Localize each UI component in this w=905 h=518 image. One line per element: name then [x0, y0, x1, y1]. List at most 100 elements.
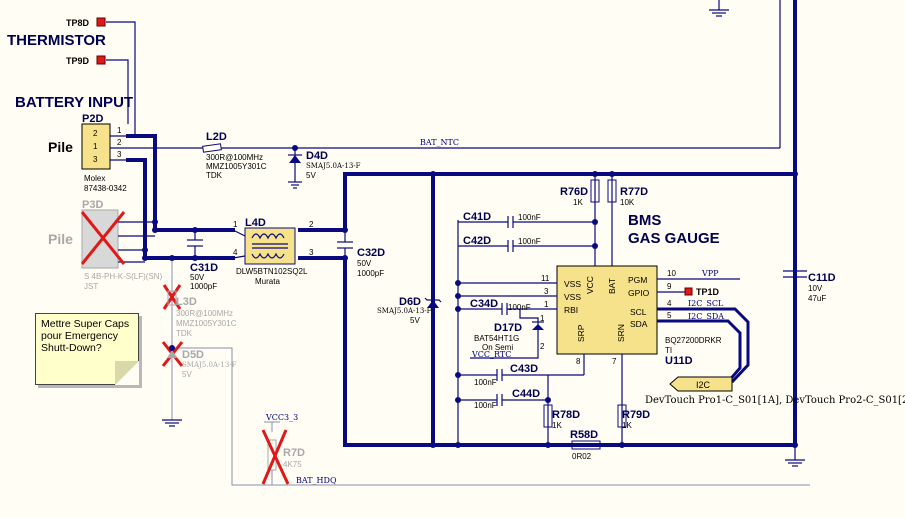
d5d-tvs-diode[interactable] [167, 350, 177, 358]
l4d-choke[interactable] [244, 227, 296, 265]
r77d-resistor[interactable] [607, 179, 617, 203]
l3d-part: MMZ1005Y301C [176, 319, 237, 328]
u11d-part-number: BQ27200DRKR [665, 336, 722, 345]
c11d-designator: C11D [808, 272, 836, 284]
d6d-tvs-diode[interactable] [424, 297, 442, 308]
tp1d-label: TP1D [696, 287, 720, 297]
net-i2c-sda: I2C_SDA [688, 312, 724, 321]
p2d-pin-3: 3 [93, 155, 98, 164]
d4d-part: SMAJ5.0A-13-F [306, 162, 361, 170]
r78d-designator: R78D [552, 409, 580, 421]
p2d-net-pin-3: 3 [117, 150, 122, 159]
tp9d-pad[interactable] [96, 55, 106, 65]
net-vcc3-3: VCC3_3 [265, 413, 298, 422]
c32d-value: 1000pF [357, 269, 384, 278]
i2c-port-label: I2C [696, 380, 711, 390]
net-vcc-rtc: VCC_RTC [471, 350, 511, 359]
sticky-note-text: Mettre Super Caps pour Emergency Shutt-D… [41, 318, 130, 354]
c31d-value: 1000pF [190, 282, 217, 291]
p2d-manufacturer: Molex [84, 174, 105, 183]
r78d-value: 1K [552, 421, 562, 430]
r76d-resistor[interactable] [590, 179, 600, 203]
d4d-voltage: 5V [306, 171, 316, 180]
r79d-value: 1K [622, 421, 632, 430]
pile-label-main: Pile [48, 139, 73, 155]
u11d-pin-rbi: RBI [564, 305, 578, 315]
d6d-designator: D6D [399, 296, 421, 308]
c43d-designator: C43D [510, 363, 538, 375]
c42d-designator: C42D [463, 235, 491, 247]
i2c-port[interactable] [669, 376, 733, 392]
d17d-diode[interactable] [532, 324, 544, 330]
l3d-designator: L3D [176, 296, 197, 308]
c41d-value: 100nF [518, 213, 541, 222]
d17d-manufacturer: On Semi [482, 343, 513, 352]
r76d-designator: R76D [560, 186, 588, 198]
c34d-value: 100nF [508, 303, 531, 312]
l3d-manufacturer: TDK [176, 329, 193, 338]
d17d-part: BAT54HT1G [474, 334, 519, 343]
l3d-ferrite[interactable] [167, 290, 177, 306]
l4d-pin-1: 1 [233, 220, 238, 229]
u11d-pin-vss-a: VSS [564, 279, 581, 289]
u11d-pin-num-8: 8 [576, 357, 581, 366]
l3d-value: 300R@100MHz [176, 309, 233, 318]
l4d-pin-4: 4 [233, 248, 238, 257]
r58d-shunt-resistor[interactable] [571, 440, 601, 450]
u11d-pin-scl: SCL [630, 307, 647, 317]
l4d-part: DLW5BTN102SQ2L [236, 267, 308, 276]
p2d-part-number: 87438-0342 [84, 184, 127, 193]
d17d-pin-2: 2 [540, 342, 545, 351]
d17d-designator: D17D [494, 322, 522, 334]
u11d-pin-gpio: GPIO [628, 288, 650, 298]
gas-gauge-heading: GAS GAUGE [628, 230, 720, 247]
tp9d-label: TP9D [66, 56, 90, 66]
l2d-designator: L2D [206, 131, 227, 143]
c43d-value: 100nF [474, 378, 497, 387]
c34d-designator: C34D [470, 298, 498, 310]
p3d-part-number: S 4B-PH-K-S(LF)(SN) [84, 272, 163, 281]
p2d-connector[interactable] [81, 123, 111, 170]
p2d-designator: P2D [82, 113, 103, 125]
r77d-designator: R77D [620, 186, 648, 198]
net-vpp: VPP [701, 269, 719, 278]
net-i2c-scl: I2C_SCL [688, 299, 724, 308]
r58d-designator: R58D [570, 429, 598, 441]
r7d-designator: R7D [283, 447, 305, 459]
d4d-tvs-diode[interactable] [288, 148, 302, 189]
c11d-capacitor[interactable] [783, 270, 807, 278]
ground-symbol-d5d [162, 419, 182, 427]
bms-heading: BMS [628, 212, 661, 229]
r58d-value: 0R02 [572, 452, 592, 461]
r78d-resistor[interactable] [543, 404, 553, 428]
sheet-reference: DevTouch Pro1-C_S01[1A], DevTouch Pro2-C… [645, 395, 905, 406]
tp8d-pad[interactable] [96, 17, 106, 27]
u11d-pin-num-1: 1 [544, 300, 549, 309]
ground-symbol-top [709, 0, 729, 17]
l2d-ferrite[interactable] [202, 143, 222, 153]
r79d-resistor[interactable] [617, 404, 627, 428]
u11d-gas-gauge-ic[interactable] [556, 265, 658, 355]
u11d-pin-num-11: 11 [541, 274, 550, 283]
u11d-pin-num-10: 10 [667, 269, 676, 278]
u11d-pin-num-3: 3 [544, 287, 549, 296]
junction-dots [142, 145, 798, 448]
u11d-pin-bat: BAT [607, 278, 617, 294]
tp1d-pad[interactable] [684, 287, 693, 296]
sticky-note[interactable]: Mettre Super Caps pour Emergency Shutt-D… [35, 313, 139, 385]
c44d-designator: C44D [512, 388, 540, 400]
c44d-value: 100nF [474, 401, 497, 410]
u11d-designator: U11D [665, 355, 693, 367]
c11d-value: 47uF [808, 294, 826, 303]
thermistor-heading: THERMISTOR [7, 32, 106, 49]
tp8d-label: TP8D [66, 18, 90, 28]
u11d-pin-vcc: VCC [585, 276, 595, 294]
d4d-designator: D4D [306, 150, 328, 162]
d5d-voltage: 5V [182, 370, 192, 379]
u11d-pin-num-9: 9 [667, 282, 672, 291]
battery-input-heading: BATTERY INPUT [15, 94, 133, 111]
l2d-manufacturer: TDK [206, 171, 223, 180]
u11d-pin-srn: SRN [616, 324, 626, 342]
c31d-designator: C31D [190, 262, 218, 274]
